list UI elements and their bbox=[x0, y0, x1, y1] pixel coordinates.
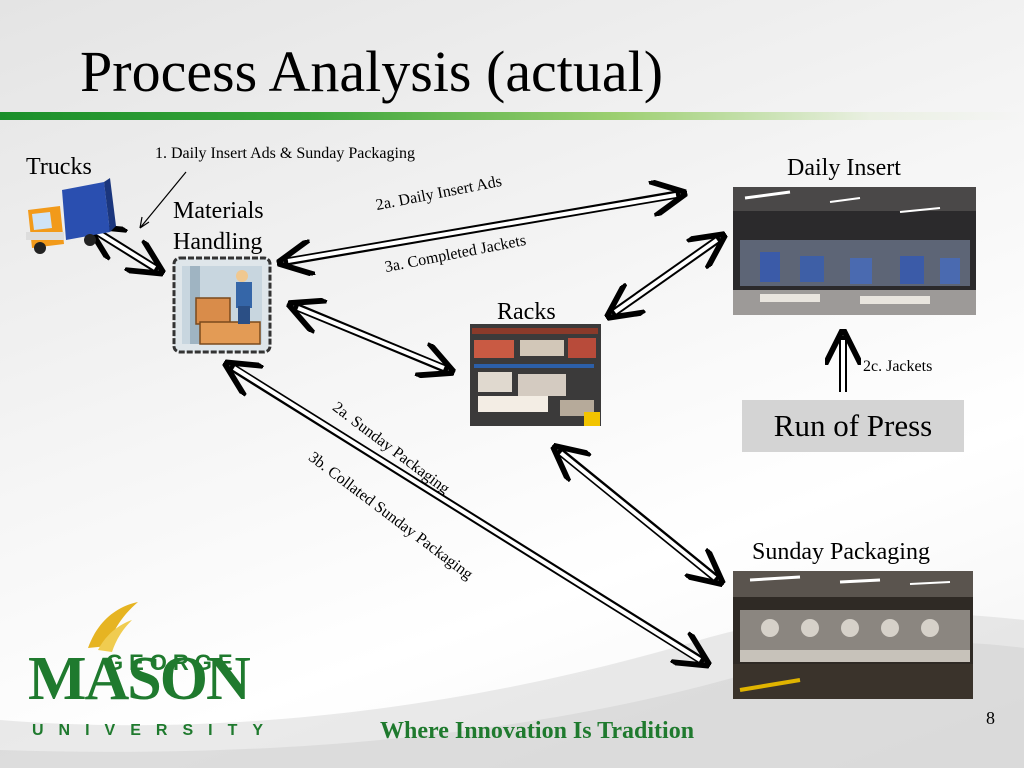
title-underline-bar bbox=[0, 112, 1024, 120]
footer-tagline: Where Innovation Is Tradition bbox=[380, 718, 695, 744]
sunday-packaging-label: Sunday Packaging bbox=[752, 539, 930, 565]
truck-icon bbox=[26, 178, 116, 254]
university-logo: MASON GEORGE UNIVERSITY bbox=[28, 600, 263, 744]
trucks-label: Trucks bbox=[26, 154, 92, 180]
run-of-press-box: Run of Press bbox=[742, 400, 964, 452]
materials-handling-label-line2: Handling bbox=[173, 229, 263, 255]
flow-label-2c: 2c. Jackets bbox=[863, 358, 933, 375]
logo-mason-text: MASON bbox=[28, 645, 251, 713]
arrow-materials-racks bbox=[294, 306, 448, 370]
slide-title: Process Analysis (actual) bbox=[80, 39, 664, 104]
arrow-racks-daily-insert bbox=[612, 238, 720, 314]
page-number: 8 bbox=[986, 708, 995, 728]
racks-label: Racks bbox=[497, 299, 556, 325]
daily-insert-label: Daily Insert bbox=[787, 155, 901, 181]
logo-university-text: UNIVERSITY bbox=[32, 722, 279, 739]
materials-handling-label-line1: Materials bbox=[173, 198, 264, 224]
flow-label-3a: 3a. Completed Jackets bbox=[383, 231, 528, 277]
flow-label-step1: 1. Daily Insert Ads & Sunday Packaging bbox=[155, 145, 415, 162]
flow-label-2a-daily: 2a. Daily Insert Ads bbox=[374, 172, 504, 215]
logo-swoosh-icon bbox=[88, 602, 138, 652]
logo-george-text: GEORGE bbox=[106, 650, 239, 675]
arrow-trucks-materials bbox=[94, 230, 158, 270]
daily-insert-photo bbox=[733, 187, 976, 315]
worker-boxes-icon bbox=[172, 256, 272, 354]
racks-photo bbox=[470, 324, 601, 426]
